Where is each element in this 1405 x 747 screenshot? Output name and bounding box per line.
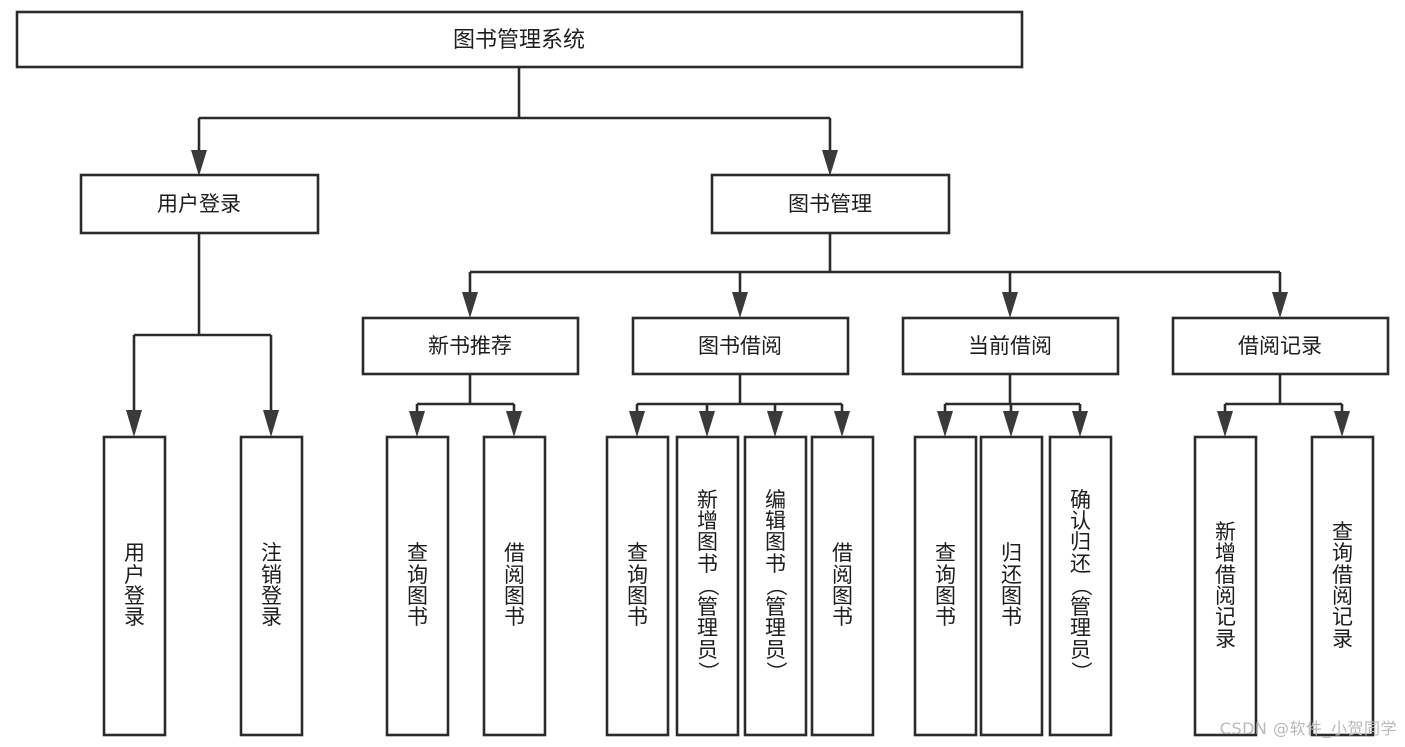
arrow-head-leaf-query-book-3 [937,411,953,437]
node-box-leaf-edit-book[interactable] [743,435,808,737]
arrow-head-book-borrow [732,292,748,318]
node-box-leaf-query-record[interactable] [1310,435,1375,737]
arrow-head-current-borrow [1002,292,1018,318]
arrow-head-leaf-borrow-book-2 [834,411,850,437]
node-box-root[interactable] [15,10,1024,69]
node-label-borrow-record: 借阅记录 [1238,334,1322,358]
node-box-current-borrow[interactable] [901,316,1120,376]
node-box-user-login[interactable] [79,173,320,235]
node-label-current-borrow: 当前借阅 [968,334,1052,358]
csdn-watermark: CSDN @软件_小贺同学 [1219,719,1397,738]
node-box-leaf-borrow-book-1[interactable] [482,435,547,737]
arrow-head-book-manage [822,150,838,176]
arrow-head-leaf-borrow-book-1 [506,411,522,437]
arrow-head-leaf-edit-book [767,411,783,437]
node-label-new-book-recommend: 新书推荐 [428,334,512,358]
arrow-head-leaf-query-record [1334,411,1350,437]
arrow-head-leaf-logout-login [263,410,279,437]
node-box-leaf-borrow-book-2[interactable] [810,435,875,737]
arrow-head-leaf-return-book [1003,411,1019,437]
node-layer: 图书管理系统 用户登录 图书管理 新书推荐 图书借阅 当前借阅 借阅记录 [15,10,1390,737]
connector-layer [126,67,1350,437]
node-box-leaf-query-book-1[interactable] [385,435,450,737]
node-box-leaf-add-book[interactable] [675,435,740,737]
arrow-head-borrow-record [1272,292,1288,318]
arrow-head-leaf-query-book-2 [629,411,645,437]
node-label-root: 图书管理系统 [453,28,585,53]
arrow-head-leaf-confirm-return [1072,411,1088,437]
node-box-leaf-logout-login[interactable] [239,435,304,737]
arrow-head-leaf-query-book-1 [409,411,425,437]
arrow-head-leaf-add-record [1217,411,1233,437]
arrow-head-leaf-user-login [126,410,142,437]
node-box-borrow-record[interactable] [1171,316,1390,376]
node-box-leaf-add-record[interactable] [1193,435,1258,737]
arrow-head-leaf-add-book [699,411,715,437]
node-box-leaf-user-login[interactable] [102,435,167,737]
node-box-book-borrow[interactable] [631,316,850,376]
arrow-head-new-book-recommend [462,292,478,318]
node-label-book-manage: 图书管理 [788,192,872,216]
node-label-user-login: 用户登录 [157,192,241,216]
node-box-leaf-query-book-2[interactable] [605,435,670,737]
node-box-book-manage[interactable] [710,173,951,235]
node-box-new-book-recommend[interactable] [361,316,580,376]
node-label-book-borrow: 图书借阅 [698,334,782,358]
node-box-leaf-return-book[interactable] [979,435,1044,737]
node-box-leaf-confirm-return[interactable] [1048,435,1113,737]
arrow-head-user-login [191,150,207,176]
node-box-leaf-query-book-3[interactable] [913,435,978,737]
